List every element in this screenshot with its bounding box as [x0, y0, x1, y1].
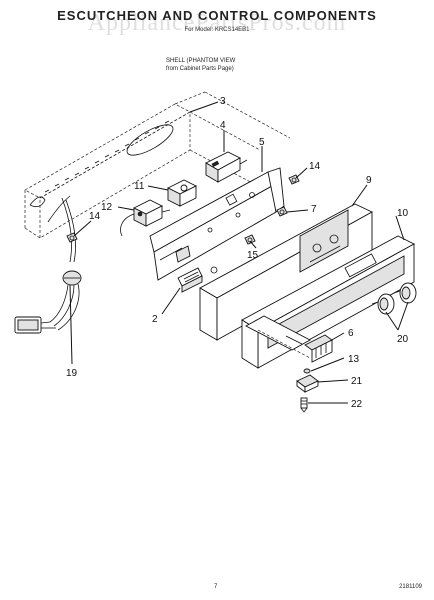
shell-note-line-2: from Cabinet Parts Page)	[166, 66, 234, 72]
connector-bracket	[177, 267, 203, 293]
document-number: 2181109	[399, 584, 422, 590]
page-number: 7	[214, 584, 218, 590]
callout-10: 10	[397, 208, 409, 219]
knob-right	[393, 282, 417, 304]
switch-part	[205, 151, 248, 183]
screw-15b	[210, 266, 218, 274]
callout-6: 6	[348, 328, 354, 339]
callout-22: 22	[351, 399, 363, 410]
callout-2: 2	[152, 314, 158, 325]
callout-20: 20	[397, 334, 409, 345]
callout-15: 15	[247, 250, 259, 261]
callout-5: 5	[259, 137, 265, 148]
callout-9: 9	[366, 175, 372, 186]
shell-phantom	[24, 91, 291, 239]
callout-4: 4	[220, 120, 226, 131]
control-bracket	[149, 167, 285, 281]
display-frame	[241, 235, 415, 369]
callout-14-top: 14	[309, 161, 321, 172]
screw-15	[244, 234, 256, 245]
relay-part	[166, 179, 198, 207]
leader-lines	[69, 101, 409, 404]
callout-14-left: 14	[89, 211, 101, 222]
callout-11: 11	[134, 181, 145, 192]
callout-13: 13	[348, 354, 360, 365]
wire-harness	[14, 197, 82, 334]
page-title: ESCUTCHEON AND CONTROL COMPONENTS	[57, 8, 377, 23]
screw-22	[300, 397, 308, 413]
callout-12: 12	[101, 202, 113, 213]
callout-19: 19	[66, 368, 78, 379]
clip-part	[296, 374, 319, 393]
callout-7: 7	[311, 204, 317, 215]
screw-7	[276, 206, 288, 217]
washer-part	[303, 368, 311, 374]
model-subtitle: For Model: KRCS14EB1	[184, 27, 250, 33]
knob-left	[371, 293, 395, 315]
callout-3: 3	[220, 96, 226, 107]
shell-slots	[44, 120, 170, 193]
shell-note-line-1: SHELL (PHANTOM VIEW	[166, 58, 236, 64]
door-switch-part	[120, 199, 171, 237]
shell-note: SHELL (PHANTOM VIEW from Cabinet Parts P…	[166, 57, 235, 73]
callout-21: 21	[351, 376, 363, 387]
touchpad-membrane	[245, 315, 311, 359]
callout-numbers: 3 4 5 14 9 7 11 12 14 10 15 2 20 19 6 13…	[66, 96, 409, 410]
